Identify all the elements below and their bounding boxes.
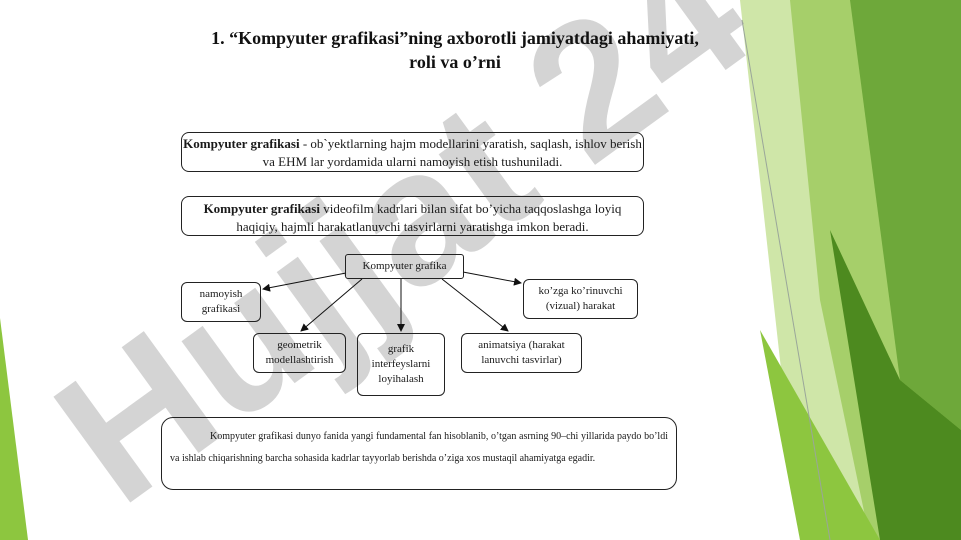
diagram-node-interfeys: grafik interfeyslarni loyihalash: [357, 333, 445, 396]
green-shape-left: [0, 318, 28, 540]
decorative-line: [741, 19, 831, 540]
diagram-node-namoyish: namoyish grafikasi: [181, 282, 261, 322]
diagram-node-vizual: ko’zga ko’rinuvchi (vizual) harakat: [523, 279, 638, 319]
diagram-node-geometrik: geometrik modellashtirish: [253, 333, 346, 373]
diagram-node-animatsiya: animatsiya (harakat lanuvchi tasvirlar): [461, 333, 582, 373]
definition-term: Kompyuter grafikasi: [203, 201, 320, 216]
green-shape-right-bright: [760, 330, 880, 540]
green-shape-right-deep: [830, 230, 961, 540]
definition-term: Kompyuter grafikasi: [183, 136, 300, 151]
definition-text: videofilm kadrlari bilan sifat bo’yicha …: [236, 201, 622, 234]
summary-paragraph: Kompyuter grafikasi dunyo fanida yangi f…: [161, 417, 677, 490]
definition-box-2: Kompyuter grafikasi videofilm kadrlari b…: [181, 196, 644, 236]
green-shape-right-dark: [850, 0, 961, 430]
diagram-root-node: Kompyuter grafika: [345, 254, 464, 279]
slide-title: 1. “Kompyuter grafikasi”ning axborotli j…: [211, 28, 699, 72]
definition-text: - ob`yektlarning hajm modellarini yarati…: [262, 136, 642, 169]
definition-box-1: Kompyuter grafikasi - ob`yektlarning haj…: [181, 132, 644, 172]
